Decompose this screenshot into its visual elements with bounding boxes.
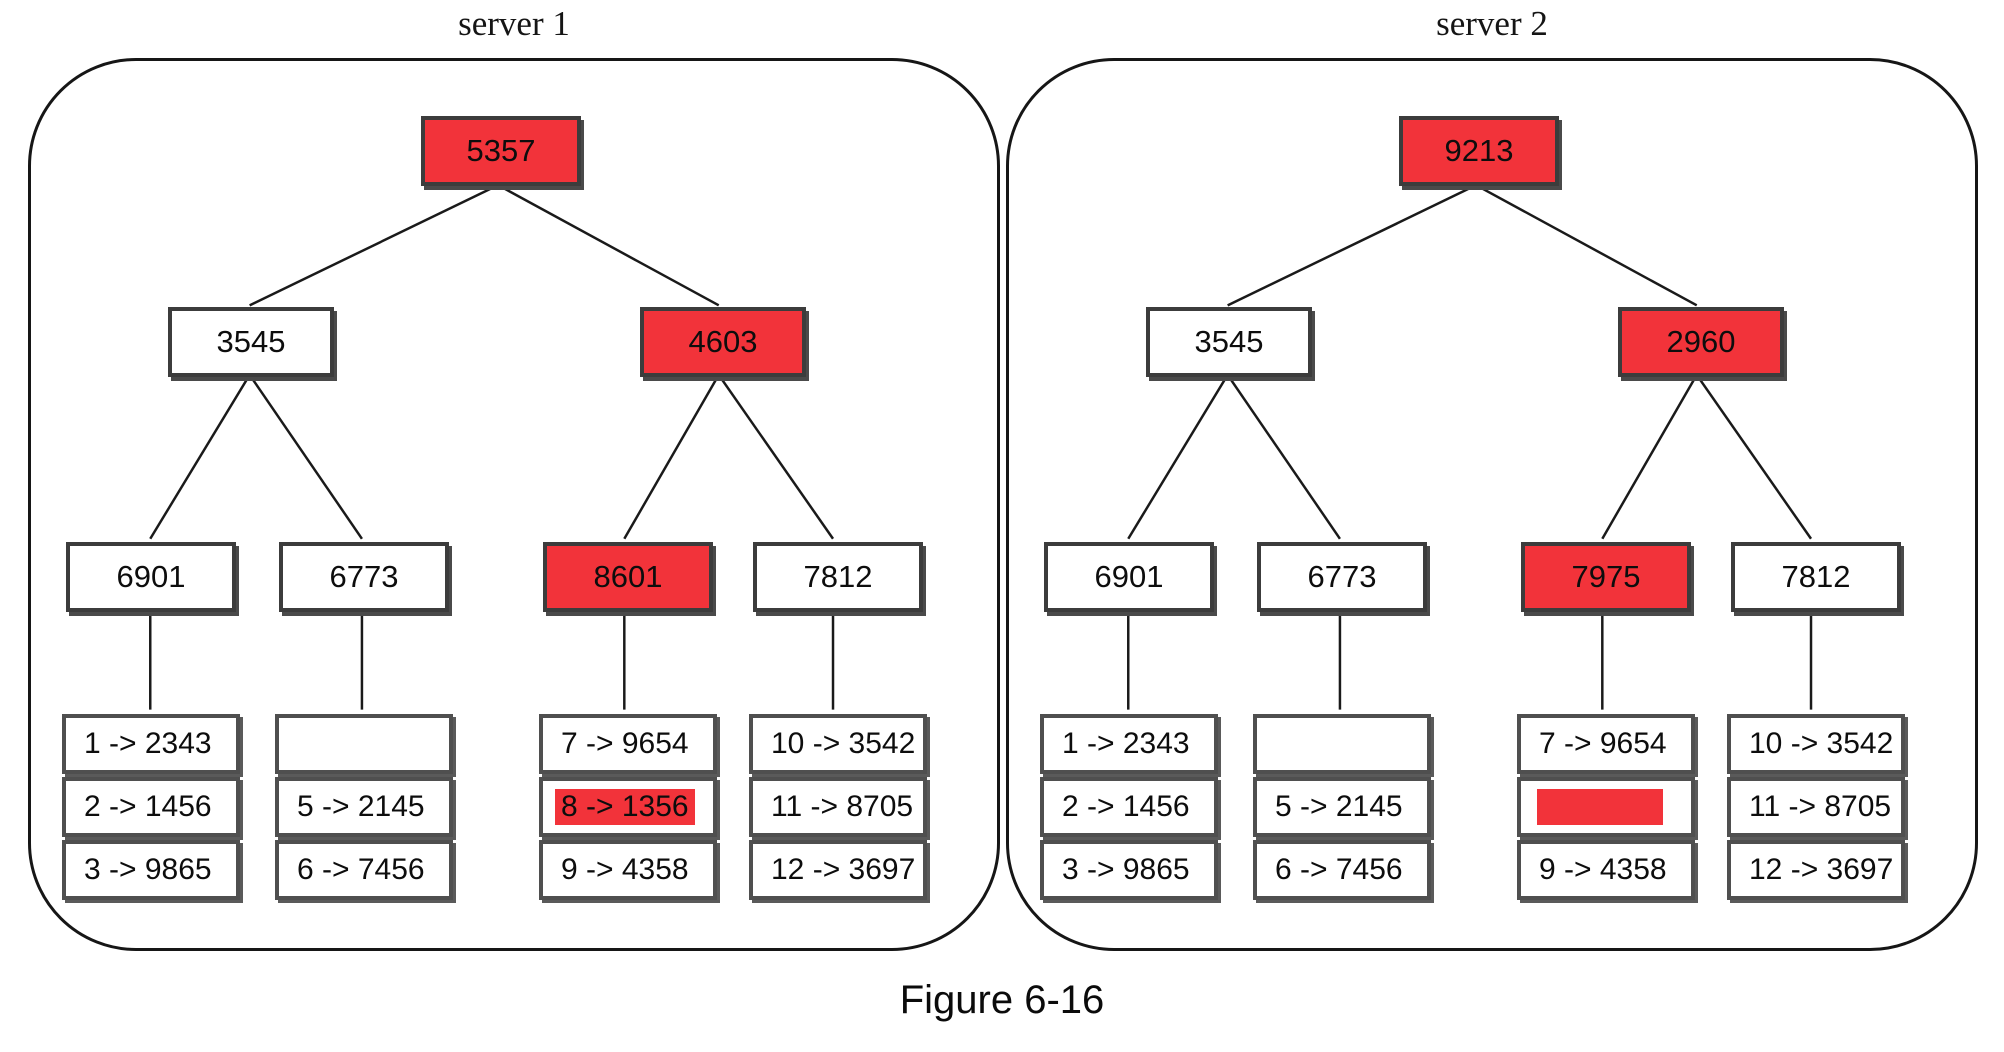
edge — [1695, 374, 1813, 540]
leaf-entry: 1 -> 2343 — [1062, 727, 1190, 760]
leaf-group: 7 -> 9654 9 -> 4358 — [1517, 714, 1695, 900]
leaf-cell: 5 -> 2145 — [275, 777, 453, 837]
server2-panel: 9213 3545 2960 6901 6773 7975 7812 1 -> … — [1006, 58, 1978, 951]
leaf-entry: 2 -> 1456 — [84, 790, 212, 823]
tree-node: 6901 — [1044, 542, 1214, 612]
leaf-entry: 10 -> 3542 — [1749, 727, 1894, 760]
leaf-entry: 10 -> 3542 — [771, 727, 916, 760]
leaf-entry: 3 -> 9865 — [84, 853, 212, 886]
tree-node: 6901 — [66, 542, 236, 612]
leaf-cell: 11 -> 8705 — [1727, 777, 1905, 837]
tree-node: 7975 — [1521, 542, 1691, 612]
leaf-cell: 2 -> 1456 — [62, 777, 240, 837]
tree-connectors — [149, 184, 835, 710]
leaf-entry — [1269, 743, 1281, 745]
tree-node: 7812 — [1731, 542, 1901, 612]
leaf-cell: 9 -> 4358 — [539, 840, 717, 900]
tree-node: 7812 — [753, 542, 923, 612]
leaf-group: 5 -> 2145 6 -> 7456 — [1253, 714, 1431, 900]
tree-node: 6773 — [279, 542, 449, 612]
leaf-entry: 11 -> 8705 — [771, 790, 914, 823]
leaf-group: 1 -> 2343 2 -> 1456 3 -> 9865 — [62, 714, 240, 900]
leaf-cell: 2 -> 1456 — [1040, 777, 1218, 837]
edge — [1226, 374, 1341, 540]
leaf-cell: 5 -> 2145 — [1253, 777, 1431, 837]
leaf-entry: 9 -> 4358 — [1539, 853, 1667, 886]
leaf-entry: 6 -> 7456 — [297, 853, 425, 886]
leaf-entry: 5 -> 2145 — [297, 790, 425, 823]
leaf-entry: 8 -> 1356 — [555, 789, 695, 825]
leaf-cell — [275, 714, 453, 774]
leaf-cell: 9 -> 4358 — [1517, 840, 1695, 900]
edge — [1227, 184, 1477, 307]
tree-node-root: 5357 — [421, 116, 581, 186]
leaf-cell — [1517, 777, 1695, 837]
edge — [717, 374, 835, 540]
leaf-entry: 7 -> 9654 — [561, 727, 689, 760]
leaf-cell: 10 -> 3542 — [1727, 714, 1905, 774]
leaf-entry: 12 -> 3697 — [771, 853, 916, 886]
leaf-cell: 12 -> 3697 — [749, 840, 927, 900]
leaf-cell — [1253, 714, 1431, 774]
leaf-cell: 1 -> 2343 — [1040, 714, 1218, 774]
leaf-cell: 10 -> 3542 — [749, 714, 927, 774]
leaf-group: 5 -> 2145 6 -> 7456 — [275, 714, 453, 900]
leaf-entry: 12 -> 3697 — [1749, 853, 1894, 886]
tree-connectors — [1127, 184, 1813, 710]
tree-node: 3545 — [1146, 307, 1312, 377]
leaf-entry: 6 -> 7456 — [1275, 853, 1403, 886]
leaf-cell: 1 -> 2343 — [62, 714, 240, 774]
server2-title: server 2 — [1436, 4, 1548, 43]
leaf-cell: 3 -> 9865 — [62, 840, 240, 900]
leaf-cell: 11 -> 8705 — [749, 777, 927, 837]
leaf-cell: 6 -> 7456 — [275, 840, 453, 900]
leaf-entry: 1 -> 2343 — [84, 727, 212, 760]
leaf-cell: 7 -> 9654 — [539, 714, 717, 774]
leaf-entry: 5 -> 2145 — [1275, 790, 1403, 823]
leaf-entry: 9 -> 4358 — [561, 853, 689, 886]
edge — [248, 374, 363, 540]
leaf-cell: 8 -> 1356 — [539, 777, 717, 837]
leaf-cell: 12 -> 3697 — [1727, 840, 1905, 900]
leaf-entry: 7 -> 9654 — [1539, 727, 1667, 760]
figure-caption: Figure 6-16 — [899, 978, 1105, 1022]
leaf-group: 10 -> 3542 11 -> 8705 12 -> 3697 — [1727, 714, 1905, 900]
leaf-cell: 6 -> 7456 — [1253, 840, 1431, 900]
tree-node-root: 9213 — [1399, 116, 1559, 186]
server1-title: server 1 — [458, 4, 570, 43]
leaf-group: 7 -> 9654 8 -> 1356 9 -> 4358 — [539, 714, 717, 900]
tree-node: 2960 — [1618, 307, 1784, 377]
edge — [623, 374, 720, 540]
missing-entry-bar — [1537, 789, 1663, 825]
tree-node: 8601 — [543, 542, 713, 612]
tree-node: 3545 — [168, 307, 334, 377]
leaf-entry: 3 -> 9865 — [1062, 853, 1190, 886]
leaf-group: 1 -> 2343 2 -> 1456 3 -> 9865 — [1040, 714, 1218, 900]
tree-node: 6773 — [1257, 542, 1427, 612]
leaf-group: 10 -> 3542 11 -> 8705 12 -> 3697 — [749, 714, 927, 900]
edge — [1127, 374, 1229, 540]
leaf-entry: 2 -> 1456 — [1062, 790, 1190, 823]
leaf-entry — [291, 743, 303, 745]
server1-panel: 5357 3545 4603 6901 6773 8601 7812 1 -> … — [28, 58, 1000, 951]
edge — [1601, 374, 1698, 540]
leaf-cell: 3 -> 9865 — [1040, 840, 1218, 900]
leaf-cell: 7 -> 9654 — [1517, 714, 1695, 774]
edge — [249, 184, 499, 307]
edge — [1475, 184, 1698, 307]
edge — [149, 374, 251, 540]
leaf-entry — [1663, 806, 1675, 808]
edge — [497, 184, 720, 307]
tree-node: 4603 — [640, 307, 806, 377]
leaf-entry: 11 -> 8705 — [1749, 790, 1892, 823]
